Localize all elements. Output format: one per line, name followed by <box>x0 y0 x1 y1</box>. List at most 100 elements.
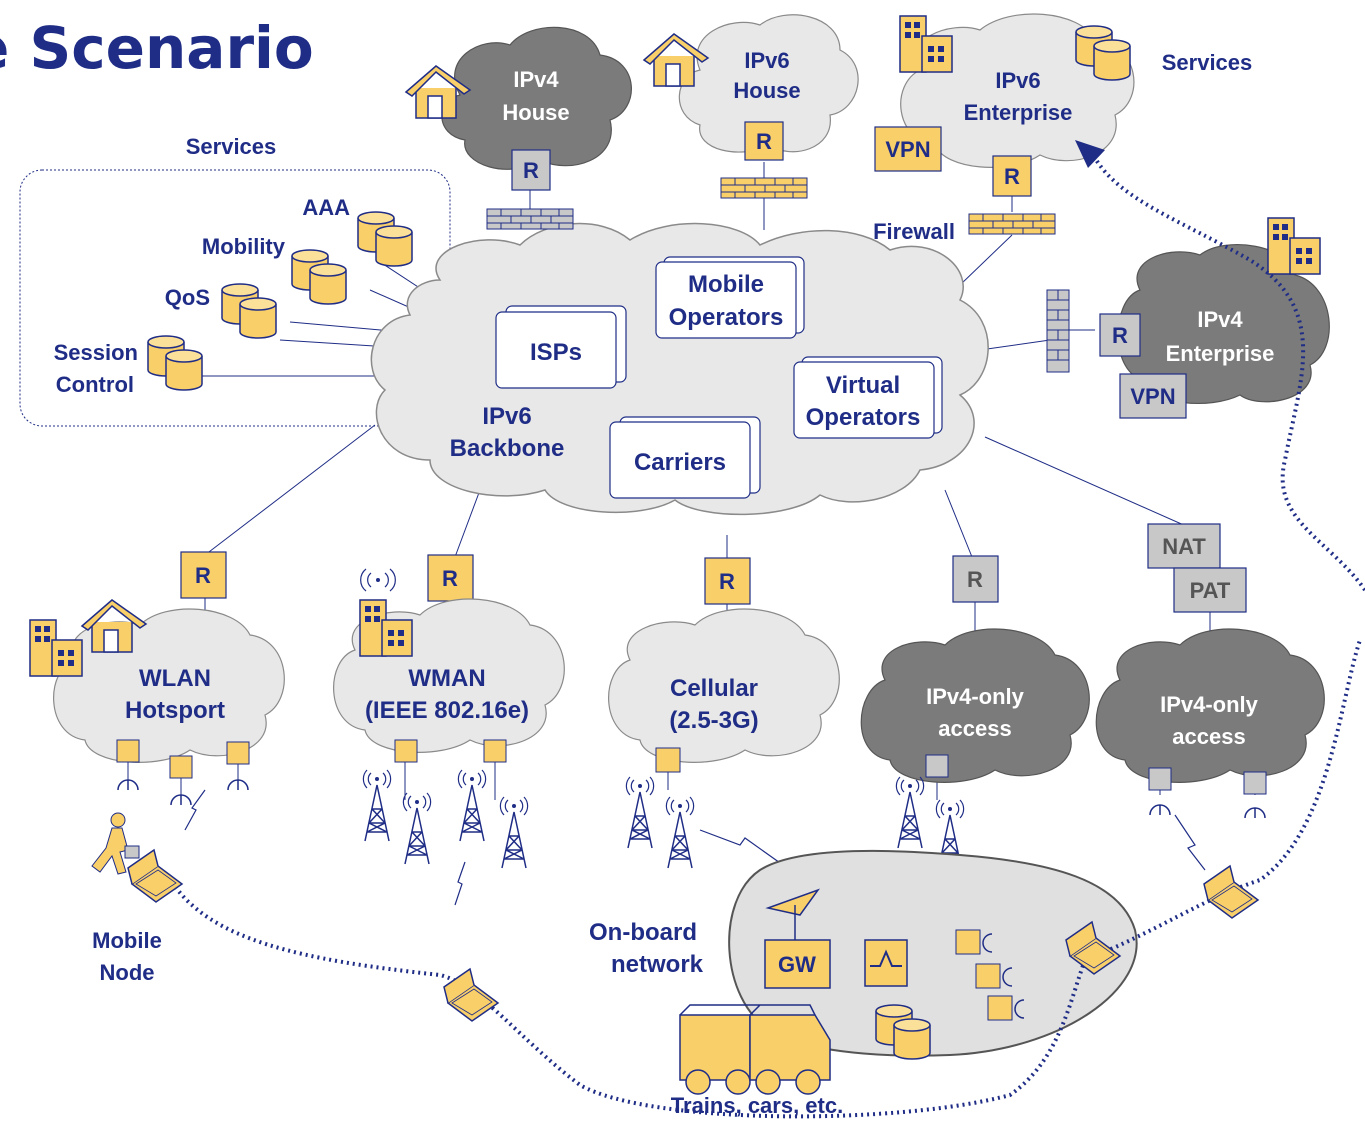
cellular-tower-icon <box>665 796 695 869</box>
cellular-router <box>704 557 751 605</box>
ipv4-house-line1: IPv4 <box>513 67 559 92</box>
ipv4-house-router <box>511 149 551 191</box>
onboard-line2: network <box>611 951 704 978</box>
wman-tower-icon <box>457 769 487 842</box>
wlan-line2: Hotsport <box>125 697 225 724</box>
cellular-router-label: R <box>719 569 735 594</box>
qos-database-icon <box>222 284 276 338</box>
wlan-antenna-icon <box>170 794 192 806</box>
ipv6-enterprise-line2: Enterprise <box>964 100 1073 125</box>
wman-signal-icon <box>360 568 396 592</box>
ipv4-access-2-bs-1 <box>1148 767 1172 791</box>
isps-box: ISPs <box>495 305 627 389</box>
wlan-line1: WLAN <box>139 665 211 692</box>
ipv6-backbone-cloud <box>370 222 989 516</box>
ipv4-access-2-line2: access <box>1172 724 1245 749</box>
session-label: Session <box>54 340 138 365</box>
cellular-tower-icon <box>625 776 655 849</box>
ipv6-enterprise-router-label: R <box>1004 164 1020 189</box>
ipv6-enterprise-router <box>992 155 1032 197</box>
ipv4-access-1-line1: IPv4-only <box>926 684 1025 709</box>
wlan-building-icon <box>29 619 83 677</box>
ipv6-enterprise-services-label: Services <box>1162 50 1253 75</box>
virtual-operators-line1: Virtual <box>826 372 900 399</box>
nat-box <box>1147 523 1221 569</box>
mobile-operators-line2: Operators <box>669 304 784 331</box>
ipv4-access-2-cloud <box>1095 628 1325 783</box>
wman-router-label: R <box>442 566 458 591</box>
services-title: Services <box>186 134 277 159</box>
wlan-ap-3 <box>226 741 250 765</box>
train-vehicle-icon <box>679 1004 831 1095</box>
ipv4-access-2-antenna-icon <box>1244 807 1266 819</box>
wman-line1: WMAN <box>408 665 485 692</box>
carriers-box: Carriers <box>609 416 761 499</box>
cellular-cloud <box>608 608 840 763</box>
onboard-line1: On-board <box>589 919 697 946</box>
ipv6-house-firewall-icon <box>720 177 808 199</box>
mobility-arrowhead-icon <box>1075 140 1105 168</box>
ipv6-enterprise-firewall-icon <box>968 213 1056 235</box>
mobility-path <box>170 639 1362 1119</box>
wman-building-icon <box>359 599 413 657</box>
slide-title: e Scenario <box>0 14 314 82</box>
carriers-label: Carriers <box>634 449 726 476</box>
ipv6-enterprise-building-icon <box>899 15 953 73</box>
backbone-line1: IPv6 <box>482 403 531 430</box>
laptop-icon <box>1203 865 1259 919</box>
mobility-label: Mobility <box>202 234 286 259</box>
wlan-ap-2 <box>169 755 193 779</box>
ipv6-enterprise-vpn <box>874 126 942 172</box>
ipv4-house-firewall-icon <box>486 208 574 230</box>
ipv6-house-cloud <box>678 14 859 153</box>
services-region <box>19 169 451 427</box>
ipv6-enterprise-vpn-label: VPN <box>885 137 930 162</box>
aaa-database-icon <box>358 212 412 266</box>
ipv4-access-2-antenna-icon <box>1149 804 1171 816</box>
ipv4-house-router-label: R <box>523 158 539 183</box>
gw-label: GW <box>778 952 816 977</box>
cellular-line2: (2.5-3G) <box>669 707 758 734</box>
wlan-ap-1 <box>116 739 140 763</box>
qos-label: QoS <box>165 285 210 310</box>
ipv4-enterprise-building-icon <box>1267 217 1321 275</box>
cellular-bs <box>655 747 681 773</box>
ipv4-enterprise-line2: Enterprise <box>1166 341 1275 366</box>
ipv4-access-2-bs-2 <box>1243 771 1267 795</box>
wman-router <box>427 554 474 602</box>
pat-label: PAT <box>1190 578 1231 603</box>
mobile-person-icon <box>91 812 140 875</box>
ipv4-access-2-line1: IPv4-only <box>1160 692 1259 717</box>
mobile-node-line1: Mobile <box>92 928 162 953</box>
laptop-icon <box>443 968 499 1022</box>
wman-line2: (IEEE 802.16e) <box>365 697 529 724</box>
ipv4-house-cloud <box>441 26 632 170</box>
mobile-operators-box: Mobile Operators <box>655 256 805 339</box>
ipv4-access-1-line2: access <box>938 716 1011 741</box>
ipv4-access-router <box>952 555 999 603</box>
mobile-node-line2: Node <box>100 960 155 985</box>
vehicles-label: Trains, cars, etc. <box>671 1093 843 1118</box>
session-database-icon <box>148 336 202 390</box>
wman-tower-icon <box>402 792 432 865</box>
ipv4-enterprise-line1: IPv4 <box>1197 307 1243 332</box>
pat-box <box>1173 567 1247 613</box>
virtual-operators-box: Virtual Operators <box>793 356 943 439</box>
wlan-router <box>180 551 227 599</box>
control-label: Control <box>56 372 134 397</box>
ipv6-house-line2: House <box>733 78 800 103</box>
gw-box <box>764 939 831 989</box>
satellite-dish-icon <box>765 888 821 942</box>
mobility-database-icon <box>292 250 346 304</box>
backbone-line2: Backbone <box>450 435 565 462</box>
ipv6-house-router <box>744 121 784 161</box>
wman-tower-icon <box>362 769 392 842</box>
ipv4-access-1-bs <box>925 754 949 778</box>
ipv6-house-router-label: R <box>756 129 772 154</box>
ipv4-access-1-tower-icon <box>895 776 925 849</box>
ipv4-access-router-label: R <box>967 567 983 592</box>
wman-bs-2 <box>483 739 507 763</box>
wlan-router-label: R <box>195 563 211 588</box>
nat-label: NAT <box>1162 534 1206 559</box>
